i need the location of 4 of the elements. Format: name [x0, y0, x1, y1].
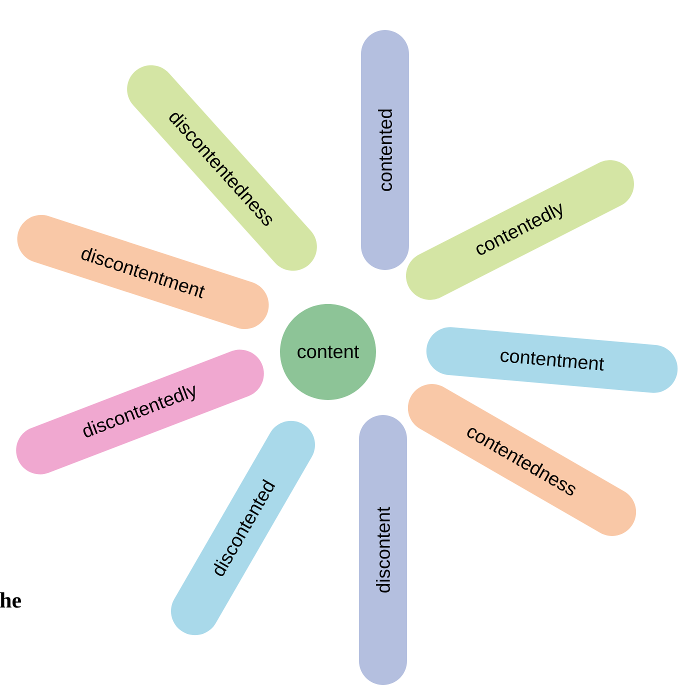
- word-petal: discontent: [359, 415, 407, 685]
- word-petal: contentment: [426, 327, 678, 393]
- cropped-text: he: [0, 592, 21, 608]
- word-petal: contented: [361, 30, 409, 270]
